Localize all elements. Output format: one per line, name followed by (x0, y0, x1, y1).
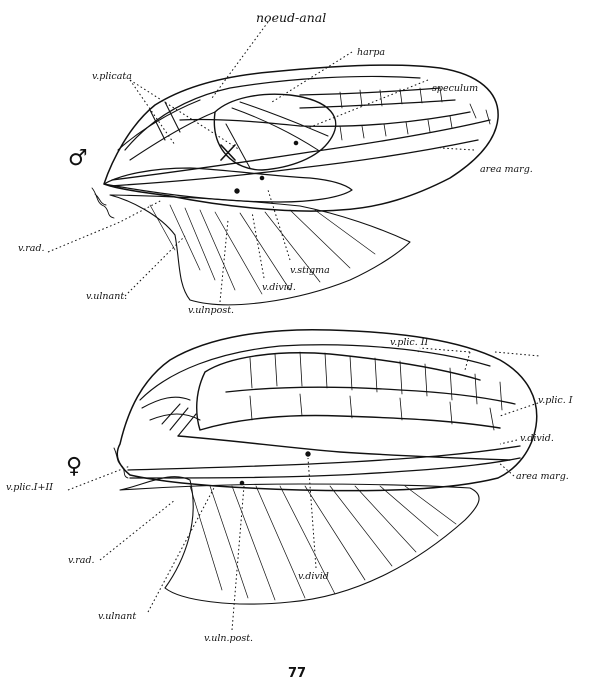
male-base (92, 188, 114, 218)
label-v-rad-male: v.rad. (18, 244, 45, 254)
leader-v-divid-f-lower (308, 458, 316, 568)
label-v-uln-post-female: v.uln.post. (204, 634, 253, 644)
male-node-1 (235, 189, 239, 193)
label-v-ulnant-female: v.ulnant (98, 612, 136, 622)
female-central-cells (178, 353, 510, 460)
male-speculum-cell (214, 94, 335, 170)
female-crossveins (250, 352, 502, 430)
female-hindwing-veins (190, 486, 456, 600)
male-harpa-veins (226, 102, 328, 168)
label-v-divid-female-lower: v.divid (298, 572, 329, 582)
leader-area-marg-m (440, 148, 474, 150)
leader-v-ulnant-m (125, 236, 185, 296)
male-node-3 (294, 141, 298, 145)
leader-v-rad-f (100, 500, 175, 560)
leader-v-uln-post-f (232, 486, 244, 630)
figure-title: noeud-anal (256, 10, 326, 25)
female-node-1 (306, 452, 310, 456)
leader-speculum (308, 80, 428, 128)
male-crossveins (340, 88, 490, 140)
leader-v-divid-f-upper (500, 440, 517, 444)
label-harpa: harpa (357, 48, 385, 58)
label-v-plic-I-II: v.plic.I+II (6, 483, 53, 493)
male-clavus (104, 168, 352, 202)
female-node-2 (240, 481, 244, 485)
leader-v-stigma-m (268, 190, 290, 260)
female-longitudinal-veins (128, 387, 520, 478)
label-v-divid-female-upper: v.divid. (520, 434, 554, 444)
leader-v-plic-I (500, 403, 538, 416)
label-v-plicata: v.plicata (92, 72, 132, 82)
label-area-marg-female: area marg. (516, 472, 569, 482)
male-hindwing-veins (150, 205, 375, 294)
male-symbol: ♂ (68, 148, 88, 170)
male-leader-lines (48, 22, 474, 302)
label-speculum: speculum (432, 84, 478, 94)
leader-v-ulnant-f (148, 486, 215, 612)
label-v-plic-I: v.plic. I (538, 396, 573, 406)
label-v-plic-II: v.plic. II (390, 338, 428, 348)
page-number: 77 (288, 666, 306, 681)
female-base (114, 448, 128, 478)
label-v-divid-male: v.divid. (262, 283, 296, 293)
label-v-ulnpost-male: v.ulnpost. (188, 306, 234, 316)
label-v-stigma-male: v.stigma (290, 266, 330, 276)
male-hindwing-outline (110, 195, 410, 305)
female-wing-drawing (114, 330, 537, 604)
label-v-ulnant-male: v.ulnant. (86, 292, 127, 302)
label-v-rad-female: v.rad. (68, 556, 95, 566)
male-node-2 (260, 176, 264, 180)
leader-v-rad-m (48, 200, 162, 252)
female-symbol: ♀ (66, 456, 82, 478)
leader-v-divid-m (252, 212, 264, 278)
label-area-marg-male: area marg. (480, 165, 533, 175)
female-plicata-base (142, 397, 200, 436)
